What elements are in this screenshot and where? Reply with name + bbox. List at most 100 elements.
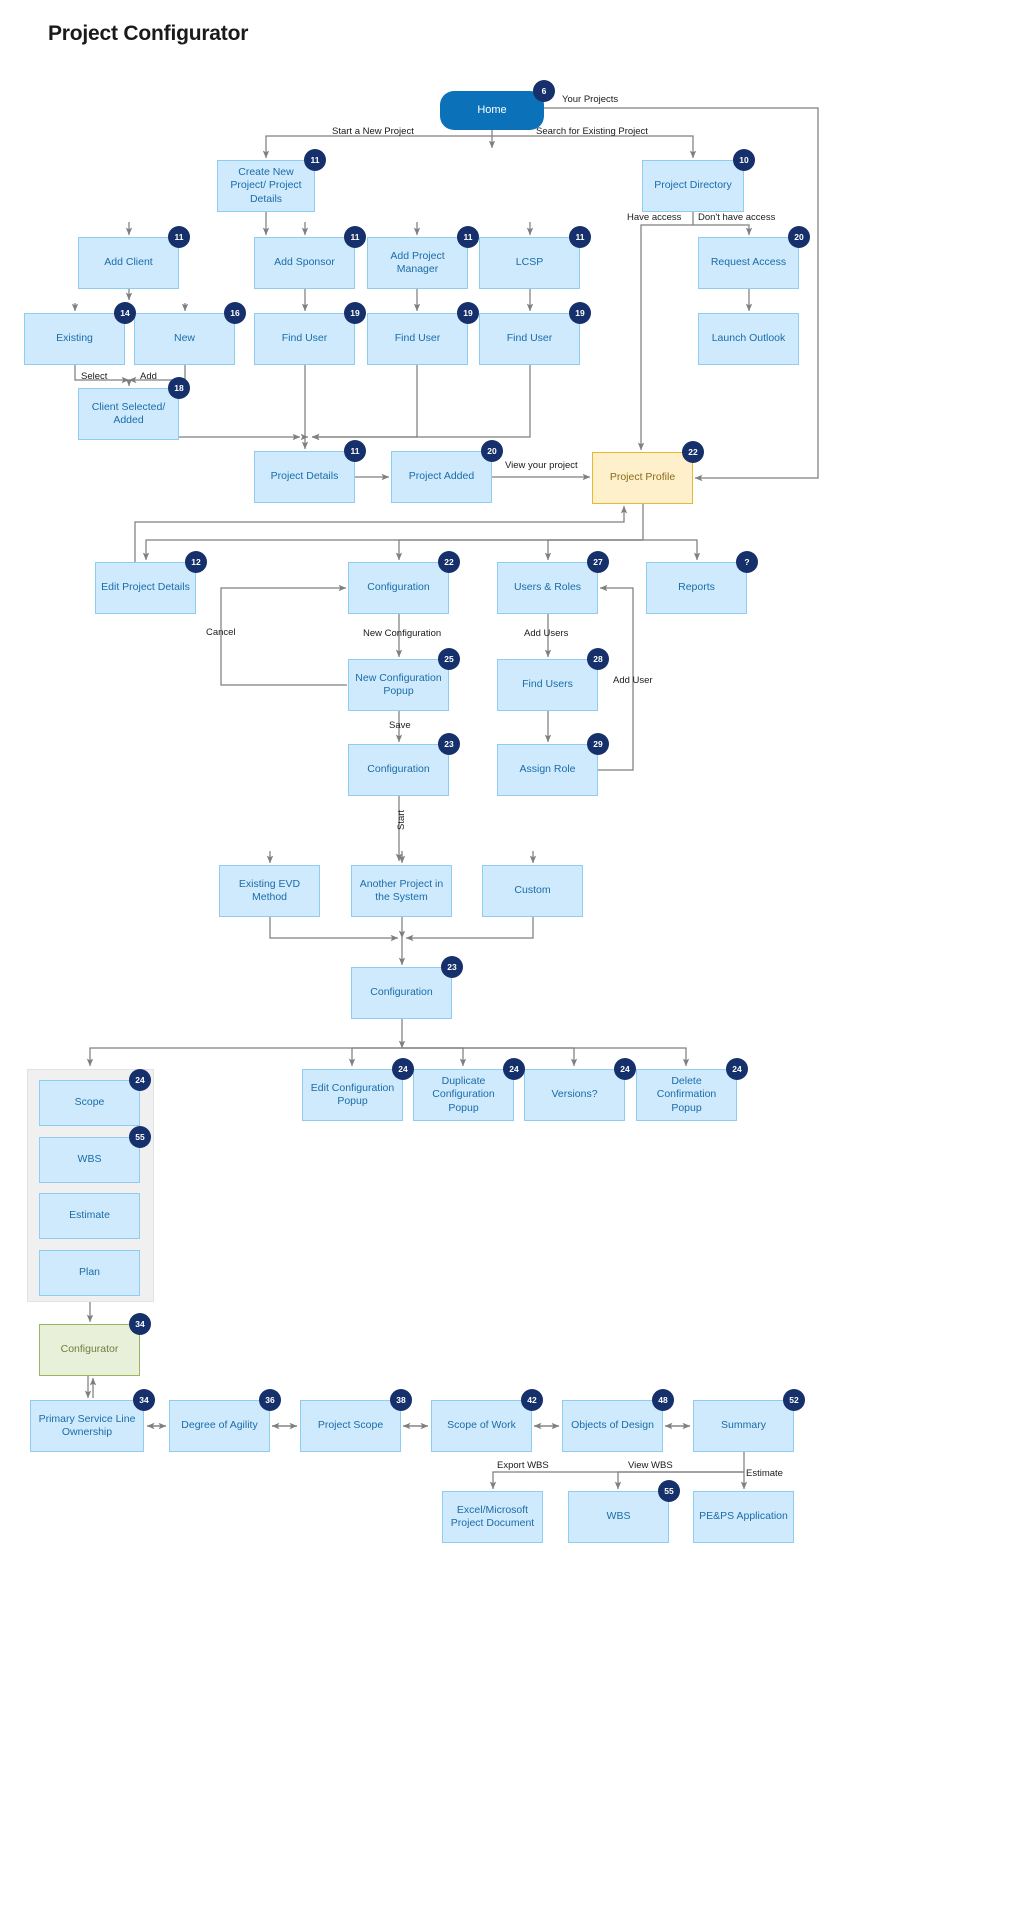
node-label: Launch Outlook — [711, 332, 786, 345]
node-project-details[interactable]: Project Details — [254, 451, 355, 503]
node-degree-agility[interactable]: Degree of Agility — [169, 1400, 270, 1452]
node-find-user-3[interactable]: Find User — [479, 313, 580, 365]
edge-label-save: Save — [389, 720, 411, 731]
node-reports[interactable]: Reports — [646, 562, 747, 614]
node-peps-app[interactable]: PE&PS Application — [693, 1491, 794, 1543]
node-wbs-flow[interactable]: WBS — [39, 1137, 140, 1183]
node-dup-config-popup[interactable]: Duplicate Configuration Popup — [413, 1069, 514, 1121]
node-edit-project[interactable]: Edit Project Details — [95, 562, 196, 614]
screen-number-badge-degree-agility: 36 — [259, 1389, 281, 1411]
node-project-dir[interactable]: Project Directory — [642, 160, 744, 212]
node-label: Project Details — [270, 470, 339, 483]
node-label: New — [173, 332, 195, 345]
node-new-config-popup[interactable]: New Configuration Popup — [348, 659, 449, 711]
node-label: Existing EVD Method — [238, 877, 301, 903]
node-label: Existing — [56, 332, 93, 345]
node-configurator[interactable]: Configurator — [39, 1324, 140, 1376]
node-label: Add Project Manager — [390, 249, 445, 275]
node-wbs-out[interactable]: WBS — [568, 1491, 669, 1543]
edge-label-have-access: Have access — [627, 212, 682, 223]
screen-number-badge-versions: 24 — [614, 1058, 636, 1080]
screen-number-badge-find-user-3: 19 — [569, 302, 591, 324]
screen-number-badge-existing: 14 — [114, 302, 136, 324]
node-label: Home — [477, 103, 507, 116]
node-configuration-22[interactable]: Configuration — [348, 562, 449, 614]
page-title: Project Configurator — [48, 22, 249, 45]
screen-number-badge-wbs-flow: 55 — [129, 1126, 151, 1148]
node-assign-role[interactable]: Assign Role — [497, 744, 598, 796]
node-home[interactable]: Home — [440, 91, 544, 130]
node-configuration-23a[interactable]: Configuration — [348, 744, 449, 796]
node-scope[interactable]: Scope — [39, 1080, 140, 1126]
screen-number-badge-project-details: 11 — [344, 440, 366, 462]
node-existing-evd[interactable]: Existing EVD Method — [219, 865, 320, 917]
node-request-access[interactable]: Request Access — [698, 237, 799, 289]
node-label: LCSP — [515, 256, 544, 269]
node-new[interactable]: New — [134, 313, 235, 365]
node-label: Scope — [74, 1096, 105, 1109]
node-add-sponsor[interactable]: Add Sponsor — [254, 237, 355, 289]
node-find-users[interactable]: Find Users — [497, 659, 598, 711]
screen-number-badge-find-user-2: 19 — [457, 302, 479, 324]
node-primary-service[interactable]: Primary Service Line Ownership — [30, 1400, 144, 1452]
node-custom[interactable]: Custom — [482, 865, 583, 917]
node-find-user-1[interactable]: Find User — [254, 313, 355, 365]
edge-label-estimate-label: Estimate — [746, 1468, 783, 1479]
edge-label-view-your-project: View your project — [505, 460, 578, 471]
node-delete-confirm[interactable]: Delete Confirmation Popup — [636, 1069, 737, 1121]
node-label: Request Access — [710, 256, 787, 269]
node-estimate[interactable]: Estimate — [39, 1193, 140, 1239]
node-label: Users & Roles — [513, 581, 582, 594]
node-label: Find Users — [522, 678, 573, 691]
screen-number-badge-summary: 52 — [783, 1389, 805, 1411]
node-plan[interactable]: Plan — [39, 1250, 140, 1296]
node-users-roles[interactable]: Users & Roles — [497, 562, 598, 614]
node-add-client[interactable]: Add Client — [78, 237, 179, 289]
node-edit-config-popup[interactable]: Edit Configuration Popup — [302, 1069, 403, 1121]
node-project-scope[interactable]: Project Scope — [300, 1400, 401, 1452]
node-existing[interactable]: Existing — [24, 313, 125, 365]
edge-label-new-configuration: New Configuration — [363, 628, 442, 639]
screen-number-badge-add-client: 11 — [168, 226, 190, 248]
node-label: Estimate — [69, 1209, 110, 1222]
node-excel-doc[interactable]: Excel/Microsoft Project Document — [442, 1491, 543, 1543]
node-create-new[interactable]: Create New Project/ Project Details — [217, 160, 315, 212]
node-label: Scope of Work — [447, 1419, 516, 1432]
node-launch-outlook[interactable]: Launch Outlook — [698, 313, 799, 365]
screen-number-badge-new-config-popup: 25 — [438, 648, 460, 670]
screen-number-badge-project-scope: 38 — [390, 1389, 412, 1411]
node-label: Add Sponsor — [274, 256, 335, 269]
node-objects-design[interactable]: Objects of Design — [562, 1400, 663, 1452]
node-versions[interactable]: Versions? — [524, 1069, 625, 1121]
node-add-pm[interactable]: Add Project Manager — [367, 237, 468, 289]
node-label: PE&PS Application — [699, 1510, 788, 1523]
node-configuration-23b[interactable]: Configuration — [351, 967, 452, 1019]
edge-label-your-projects: Your Projects — [562, 94, 619, 105]
node-project-added[interactable]: Project Added — [391, 451, 492, 503]
node-label: Duplicate Configuration Popup — [432, 1075, 495, 1114]
edge-label-search-existing: Search for Existing Project — [536, 126, 648, 137]
screen-number-badge-add-pm: 11 — [457, 226, 479, 248]
node-summary[interactable]: Summary — [693, 1400, 794, 1452]
screen-number-badge-reports: ? — [736, 551, 758, 573]
screen-number-badge-users-roles: 27 — [587, 551, 609, 573]
node-another-project[interactable]: Another Project in the System — [351, 865, 452, 917]
node-lcsp[interactable]: LCSP — [479, 237, 580, 289]
screen-number-badge-project-dir: 10 — [733, 149, 755, 171]
node-label: WBS — [606, 1510, 631, 1523]
node-label: Primary Service Line Ownership — [38, 1412, 136, 1438]
screen-number-badge-edit-project: 12 — [185, 551, 207, 573]
edge-label-cancel: Cancel — [206, 627, 236, 638]
screen-number-badge-objects-design: 48 — [652, 1389, 674, 1411]
edge-label-start: Start — [396, 809, 407, 830]
screen-number-badge-assign-role: 29 — [587, 733, 609, 755]
screen-number-badge-configuration-23b: 23 — [441, 956, 463, 978]
node-find-user-2[interactable]: Find User — [367, 313, 468, 365]
node-label: Excel/Microsoft Project Document — [450, 1503, 535, 1529]
node-client-selected[interactable]: Client Selected/ Added — [78, 388, 179, 440]
node-project-profile[interactable]: Project Profile — [592, 452, 693, 504]
node-label: Add Client — [104, 256, 153, 269]
edge-label-start-new-project: Start a New Project — [332, 126, 414, 137]
node-scope-of-work[interactable]: Scope of Work — [431, 1400, 532, 1452]
